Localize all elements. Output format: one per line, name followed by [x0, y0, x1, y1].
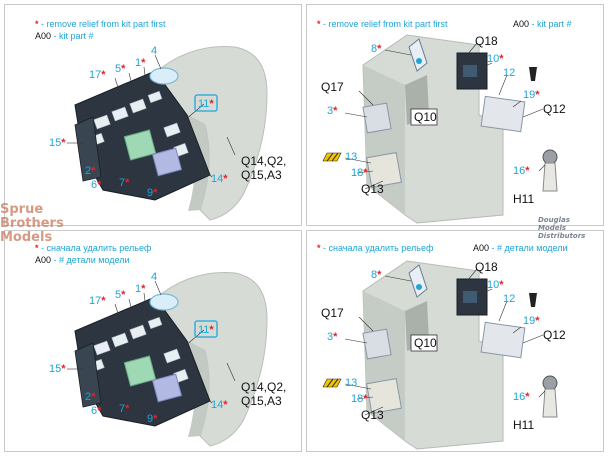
label-9: 9*	[147, 187, 158, 199]
label-q18: Q18	[475, 34, 498, 48]
instrument-panel-drawing	[67, 46, 268, 221]
watermark-sprue-brothers: Sprue Brothers Models	[0, 202, 64, 245]
label-4: 4	[151, 45, 158, 57]
label-15: 15*	[49, 137, 66, 149]
hatch-icon	[322, 152, 342, 162]
label-18: 18*	[351, 167, 368, 179]
label-q12: Q12	[543, 328, 566, 342]
hatch-icon	[322, 378, 342, 388]
label-2: 2*	[85, 391, 96, 403]
panel-top-left: * - remove relief from kit part first A0…	[4, 4, 302, 226]
panel-bottom-left: * - сначала удалить рельеф A00 - # детал…	[4, 230, 302, 452]
label-15: 15*	[49, 363, 66, 375]
legend-line-1: * - сначала удалить рельеф	[317, 243, 434, 253]
legend-line-1: * - remove relief from kit part first	[317, 19, 448, 29]
label-1: 1*	[135, 57, 146, 69]
label-q14-line1: Q14,Q2,	[241, 154, 287, 168]
label-7: 7*	[119, 177, 130, 189]
label-3: 3*	[327, 105, 338, 117]
label-14: 14*	[211, 399, 228, 411]
label-10: 10*	[487, 53, 504, 65]
label-4: 4	[151, 271, 158, 283]
label-8: 8*	[371, 43, 382, 55]
legend-line-1: * - сначала удалить рельеф	[35, 243, 152, 253]
label-9: 9*	[147, 413, 158, 425]
label-18: 18*	[351, 393, 368, 405]
label-q13: Q13	[361, 182, 384, 196]
label-6: 6*	[91, 405, 102, 417]
label-h11: H11	[513, 418, 535, 432]
label-6: 6*	[91, 179, 102, 191]
label-3: 3*	[327, 331, 338, 343]
label-h11: H11	[513, 192, 535, 206]
label-8: 8*	[371, 269, 382, 281]
label-14: 14*	[211, 173, 228, 185]
label-13: 13	[345, 151, 358, 163]
label-16: 16*	[513, 391, 530, 403]
label-q10: Q10	[414, 336, 437, 350]
label-5: 5*	[115, 63, 126, 75]
legend-line-1: * - remove relief from kit part first	[35, 19, 166, 29]
label-12: 12	[503, 293, 516, 305]
label-q17: Q17	[321, 306, 344, 320]
label-1: 1*	[135, 283, 146, 295]
label-16: 16*	[513, 165, 530, 177]
label-q14-line2: Q15,A3	[241, 168, 282, 182]
cockpit-tub-drawing	[322, 34, 558, 224]
label-q10: Q10	[414, 110, 437, 124]
legend-star: *	[35, 19, 39, 29]
label-q17: Q17	[321, 80, 344, 94]
label-17: 17*	[89, 295, 106, 307]
label-q18: Q18	[475, 260, 498, 274]
label-19: 19*	[523, 89, 540, 101]
label-12: 12	[503, 67, 516, 79]
legend-line-2: A00 - # детали модели	[35, 255, 130, 265]
cockpit-tub-drawing	[322, 260, 558, 450]
legend-line-2: A00 - kit part #	[513, 19, 572, 29]
label-19: 19*	[523, 315, 540, 327]
legend-line-2: A00 - # детали модели	[473, 243, 568, 253]
label-q14-line1: Q14,Q2,	[241, 380, 287, 394]
label-q13: Q13	[361, 408, 384, 422]
label-10: 10*	[487, 279, 504, 291]
instrument-panel-drawing	[67, 272, 268, 447]
watermark-douglas-models: Douglas Models Distributors	[538, 216, 586, 240]
label-7: 7*	[119, 403, 130, 415]
label-17: 17*	[89, 69, 106, 81]
label-q14-line2: Q15,A3	[241, 394, 282, 408]
label-2: 2*	[85, 165, 96, 177]
label-5: 5*	[115, 289, 126, 301]
panel-top-right: * - remove relief from kit part first A0…	[306, 4, 604, 226]
label-11: 11*	[198, 324, 214, 336]
panel-bottom-right: * - сначала удалить рельеф A00 - # детал…	[306, 230, 604, 452]
label-11: 11*	[198, 98, 214, 110]
legend-line-2: A00 - kit part #	[35, 31, 94, 41]
label-q12: Q12	[543, 102, 566, 116]
label-13: 13	[345, 377, 358, 389]
